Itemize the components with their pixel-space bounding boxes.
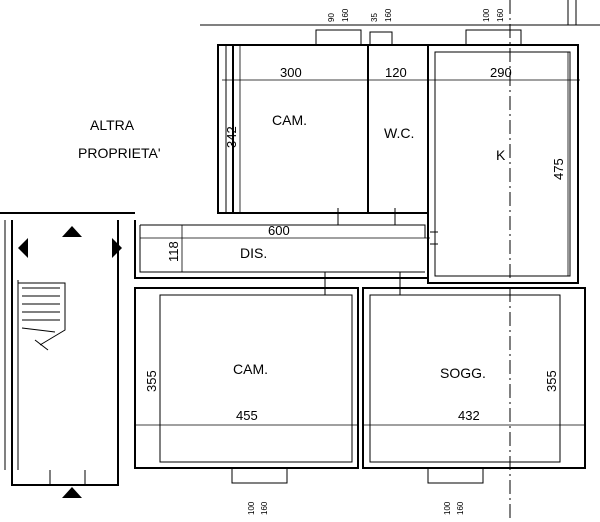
dim-sogg-height: 355	[544, 370, 559, 392]
win-top-b-w: 35	[370, 13, 379, 22]
room-label-sogg: SOGG.	[440, 365, 486, 381]
room-label-dis: DIS.	[240, 245, 267, 261]
altra-label-line1: ALTRA	[90, 117, 135, 133]
section-arrow-bottom	[62, 487, 82, 498]
dim-cam-bottom-width: 455	[236, 408, 258, 423]
dim-wc-width: 120	[385, 65, 407, 80]
win-top-a-w: 90	[327, 13, 336, 22]
dim-sogg-width: 432	[458, 408, 480, 423]
win-bottom-a-h: 160	[260, 501, 269, 515]
altra-label-line2: PROPRIETA'	[78, 145, 161, 161]
dim-dis-width: 600	[268, 223, 290, 238]
win-top-c-w: 100	[482, 8, 491, 22]
room-label-k: K	[496, 147, 506, 163]
dim-k-height: 475	[551, 158, 566, 180]
dim-k-width: 290	[490, 65, 512, 80]
dimension-lines	[135, 45, 585, 462]
section-arrow-top	[62, 226, 82, 237]
dim-cam-top-height: 342	[224, 126, 239, 148]
dim-dis-height: 118	[166, 241, 181, 262]
win-top-c-h: 160	[496, 8, 505, 22]
win-bottom-a-w: 100	[247, 501, 256, 515]
section-arrow-right	[112, 238, 122, 258]
room-label-cam-bottom: CAM.	[233, 361, 268, 377]
win-bottom-b-w: 100	[443, 501, 452, 515]
room-label-cam-top: CAM.	[272, 112, 307, 128]
win-bottom-b-h: 160	[456, 501, 465, 515]
window-markers	[231, 29, 522, 484]
dim-cam-top-width: 300	[280, 65, 302, 80]
section-arrow-left	[18, 238, 28, 258]
win-top-b-h: 160	[384, 8, 393, 22]
win-top-a-h: 160	[341, 8, 350, 22]
door-openings	[324, 208, 438, 295]
dim-cam-bottom-height: 355	[144, 370, 159, 392]
section-arrows	[18, 226, 122, 498]
room-label-wc: W.C.	[384, 125, 414, 141]
